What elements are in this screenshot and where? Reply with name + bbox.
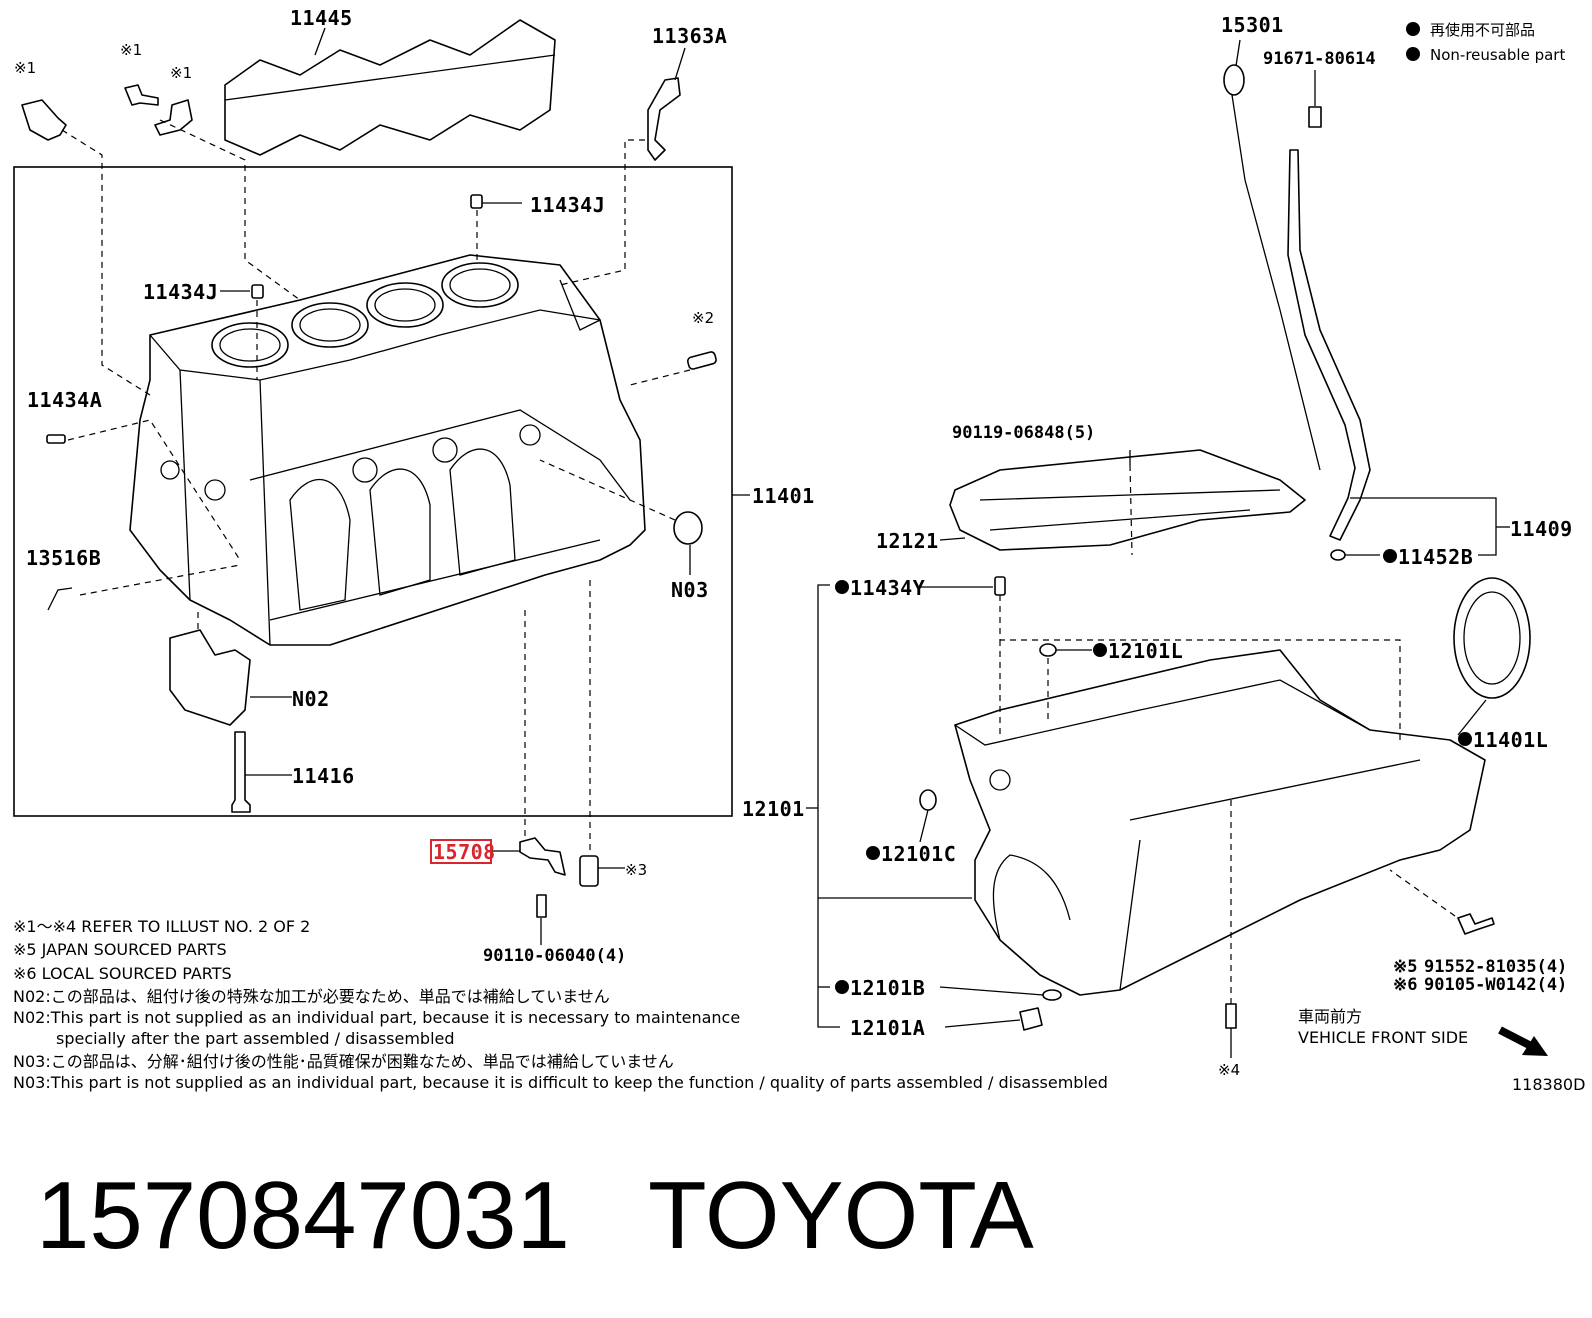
insulator-part: [224, 19, 556, 156]
legend-dot-icon: [1406, 47, 1420, 61]
label-n02: N02: [292, 687, 330, 711]
label-11434j-mid: 11434J: [143, 280, 218, 304]
nonreusable-dot: [1383, 549, 1397, 563]
oil-pan-part: [954, 649, 1486, 996]
clamp-part: [154, 99, 193, 136]
note-5: N02:This part is not supplied as an indi…: [13, 1008, 740, 1027]
label-11434j-top: 11434J: [530, 193, 605, 217]
label-11401: 11401: [752, 484, 815, 508]
label-12121: 12121: [876, 529, 939, 553]
nonreusable-dot: [1093, 643, 1107, 657]
label-90105: 90105-W0142(4): [1424, 975, 1567, 995]
label-90119: 90119-06848(5): [952, 423, 1095, 443]
note-2: ※5 JAPAN SOURCED PARTS: [13, 940, 227, 959]
label-11409: 11409: [1510, 517, 1573, 541]
bolt-part: [231, 731, 251, 813]
pin-part: [251, 284, 264, 299]
label-15708: 15708: [433, 840, 496, 864]
nonreusable-dot: [835, 980, 849, 994]
label-11434y: 11434Y: [850, 576, 925, 600]
mark-4: ※4: [1218, 1061, 1240, 1079]
oil-nozzle-part: [519, 837, 566, 876]
bearing-cap-part: [169, 629, 251, 726]
illust-id: 118380D: [1512, 1075, 1585, 1094]
plug-part: [673, 511, 703, 545]
label-11401l: 11401L: [1473, 728, 1548, 752]
baffle-plate-part: [949, 449, 1306, 551]
label-n03: N03: [671, 578, 709, 602]
dipstick-part: [1231, 94, 1321, 471]
note-1: ※1～※4 REFER TO ILLUST NO. 2 OF 2: [13, 917, 310, 936]
sensor-part: [21, 99, 67, 141]
cylinder-block-frame: [13, 166, 733, 817]
label-12101a: 12101A: [850, 1016, 925, 1040]
note-4: N02:この部品は、組付け後の特殊な加工が必要なため、単品では補給していません: [13, 987, 610, 1006]
legend-dot-icon: [1406, 22, 1420, 36]
mark-2: ※2: [692, 309, 714, 327]
front-jp: 車両前方: [1298, 1007, 1362, 1026]
label-12101b: 12101B: [850, 976, 925, 1000]
bracket-part: [647, 77, 681, 161]
note-7: N03:この部品は、分解･組付け後の性能･品質確保が困難なため、単品では補給して…: [13, 1052, 674, 1071]
label-91552: 91552-81035(4): [1424, 957, 1567, 977]
label-12101c: 12101C: [881, 842, 956, 866]
nonreusable-dot: [1458, 732, 1472, 746]
bolt-part: [124, 84, 159, 106]
front-en: VEHICLE FRONT SIDE: [1298, 1028, 1468, 1047]
callout-labels: 11445 11363A 11434J 11434J 11434A 13516B…: [26, 6, 1573, 1040]
vehicle-front-indicator: 車両前方 VEHICLE FRONT SIDE 118380D: [1298, 1007, 1585, 1094]
label-mark-5: ※5: [1393, 957, 1417, 977]
bolt-part: [536, 894, 547, 918]
label-11416: 11416: [292, 764, 355, 788]
highlight-box-15708: [430, 839, 492, 864]
legend: 再使用不可部品 Non-reusable part: [1406, 21, 1565, 64]
notes: ※1～※4 REFER TO ILLUST NO. 2 OF 2 ※5 JAPA…: [13, 917, 1108, 1092]
pin-part: [686, 351, 717, 370]
mark-1-clamp: ※1: [170, 64, 192, 82]
note-6: specially after the part assembled / dis…: [56, 1029, 455, 1048]
nonreusable-dot: [835, 580, 849, 594]
nonreusable-dot: [866, 846, 880, 860]
label-12101l: 12101L: [1108, 639, 1183, 663]
reference-marks: ※1 ※1 ※1 ※2 ※3 ※4: [14, 41, 1240, 1079]
oil-seal-part: [1453, 577, 1531, 699]
cylinder-block-drawing: [129, 254, 646, 646]
label-11445: 11445: [290, 6, 353, 30]
nozzle-part: [47, 587, 73, 611]
pin-part: [470, 194, 483, 209]
front-arrow-icon: [1498, 1026, 1548, 1056]
dipstick-guide-part: [1287, 149, 1371, 541]
label-11363a: 11363A: [652, 24, 727, 48]
note-8: N03:This part is not supplied as an indi…: [13, 1073, 1108, 1092]
footer-brand: TOYOTA: [648, 1162, 1034, 1269]
label-mark-6: ※6: [1393, 975, 1417, 995]
footer-part-number: 1570847031: [36, 1162, 570, 1269]
note-3: ※6 LOCAL SOURCED PARTS: [13, 964, 232, 983]
dashed-lines: [61, 119, 1456, 1004]
label-11452b: 11452B: [1398, 545, 1473, 569]
label-91671: 91671-80614: [1263, 49, 1376, 69]
label-90110: 90110-06040(4): [483, 946, 626, 966]
mark-1-sensor: ※1: [14, 59, 36, 77]
mark-1-bolt: ※1: [120, 41, 142, 59]
leader-lines: [220, 27, 1510, 1058]
mark-3: ※3: [625, 861, 647, 879]
pin-part: [46, 434, 66, 444]
label-13516b: 13516B: [26, 546, 101, 570]
label-12101: 12101: [742, 797, 805, 821]
legend-jp: 再使用不可部品: [1430, 21, 1535, 39]
valve-part: [579, 855, 599, 887]
label-11434a: 11434A: [27, 388, 102, 412]
legend-en: Non-reusable part: [1430, 46, 1565, 64]
label-15301: 15301: [1221, 13, 1284, 37]
